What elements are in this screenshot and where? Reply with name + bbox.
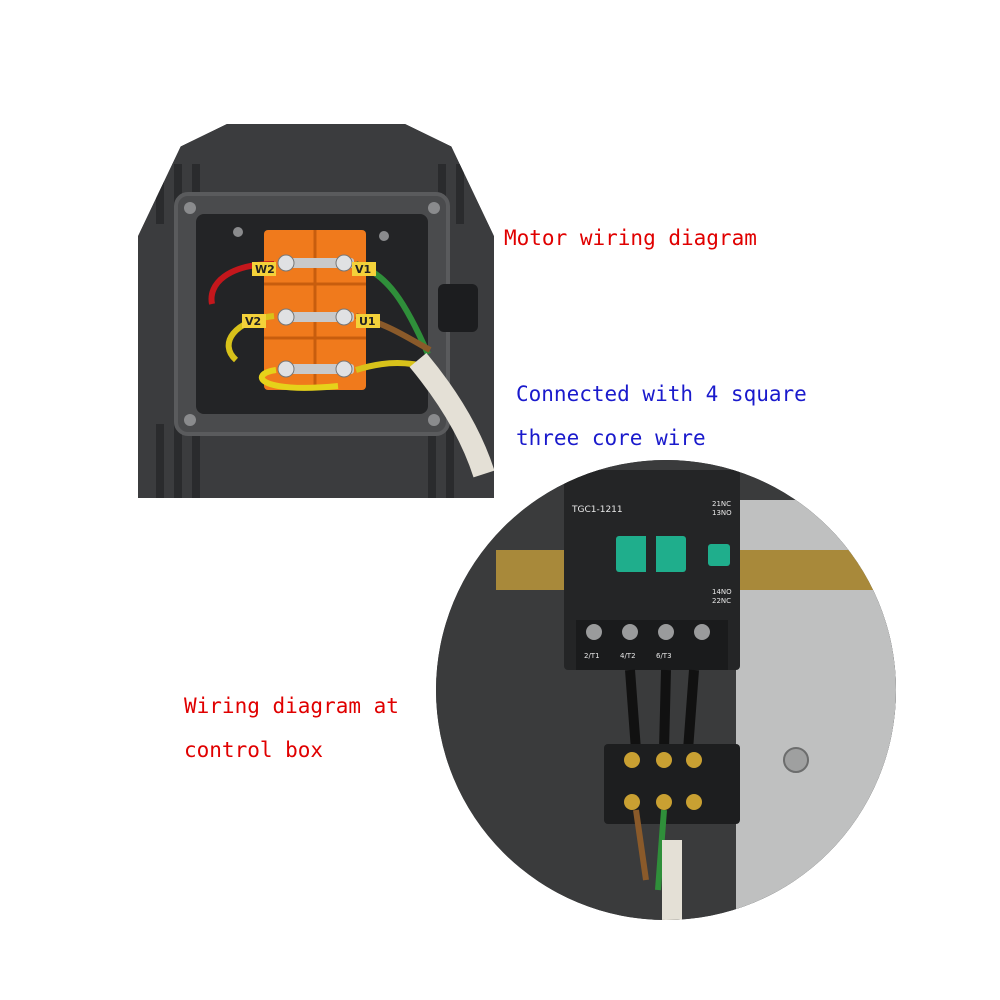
caption-box-line2: control box xyxy=(184,738,324,762)
cable-gland xyxy=(438,284,478,332)
label-v1-tag xyxy=(352,262,376,276)
contactor-aux-bottom-line1: 14NO xyxy=(712,588,732,596)
control-box-illustration: TGC1-1211 21NC 13NO 14NO 22NC 2/T1 4/T2 … xyxy=(436,460,896,920)
label-u1-tag xyxy=(356,314,380,328)
caption-motor-wiring: Motor wiring diagram xyxy=(504,216,757,260)
label-u1: U1 xyxy=(359,315,376,328)
label-w2: W2 xyxy=(255,263,275,276)
caption-box-line1: Wiring diagram at xyxy=(184,694,399,718)
terminal-bridges xyxy=(278,258,354,374)
caption-wire-line2: three core wire xyxy=(516,426,706,450)
control-box-photo: TGC1-1211 21NC 13NO 14NO 22NC 2/T1 4/T2 … xyxy=(436,460,896,920)
caption-wire-line1: Connected with 4 square xyxy=(516,382,807,406)
label-v2-tag xyxy=(242,314,266,328)
supply-cable xyxy=(409,352,494,478)
motor-terminal-photo: W2 V1 V2 U1 xyxy=(138,124,494,498)
caption-wire-type: Connected with 4 square three core wire xyxy=(516,372,807,460)
terminal-strip xyxy=(604,744,740,824)
caption-motor-text: Motor wiring diagram xyxy=(504,226,757,250)
outgoing-wires xyxy=(633,809,667,891)
terminal-strip-screws xyxy=(624,752,702,810)
frame-screws xyxy=(184,202,440,426)
contactor-screws xyxy=(586,624,710,640)
label-v1: V1 xyxy=(355,263,371,276)
contactor-aux-indicator xyxy=(708,544,730,566)
contactor-aux-top-line1: 21NC xyxy=(712,500,731,508)
control-wires xyxy=(625,669,699,751)
contactor-t1: 2/T1 xyxy=(584,652,600,660)
contactor-t2: 4/T2 xyxy=(620,652,636,660)
contactor-aux-bottom-line2: 22NC xyxy=(712,597,731,605)
label-v2: V2 xyxy=(245,315,261,328)
contactor-model: TGC1-1211 xyxy=(571,505,623,515)
label-w2-tag xyxy=(252,262,276,276)
terminal-block-ribs xyxy=(264,230,366,390)
motor-terminal-illustration: W2 V1 V2 U1 xyxy=(138,124,494,498)
caption-control-box: Wiring diagram at control box xyxy=(184,684,399,772)
terminal-nuts xyxy=(277,254,353,378)
ground-screw xyxy=(783,747,809,773)
contactor-aux-top-line2: 13NO xyxy=(712,509,732,517)
contactor-t3: 6/T3 xyxy=(656,652,672,660)
